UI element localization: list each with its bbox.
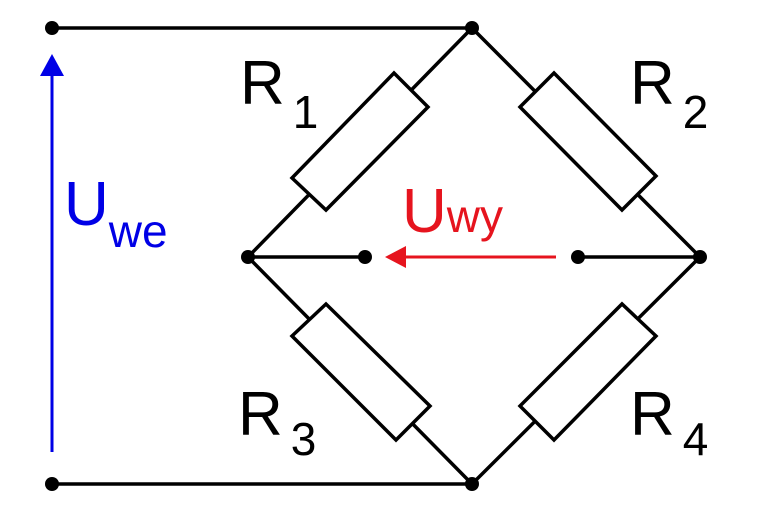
resistor-r3: [289, 301, 433, 443]
resistor-r1: [289, 70, 431, 213]
label-output-voltage: Uwy: [402, 177, 503, 246]
output-terminal-left: [358, 250, 372, 264]
input-terminal-top: [45, 21, 59, 35]
node-bottom: [465, 477, 479, 491]
input-voltage-arrow: [40, 54, 64, 452]
resistor-r4: [517, 301, 659, 443]
output-voltage-arrow: [385, 246, 556, 268]
label-input-voltage: Uwe: [64, 170, 168, 257]
resistor-r2: [517, 70, 659, 213]
node-left: [241, 250, 255, 264]
node-top: [465, 21, 479, 35]
output-terminal-right: [571, 250, 585, 264]
input-terminal-bottom: [45, 477, 59, 491]
input-arrow-head: [40, 54, 64, 76]
node-right: [693, 250, 707, 264]
output-arrow-head: [385, 246, 406, 268]
